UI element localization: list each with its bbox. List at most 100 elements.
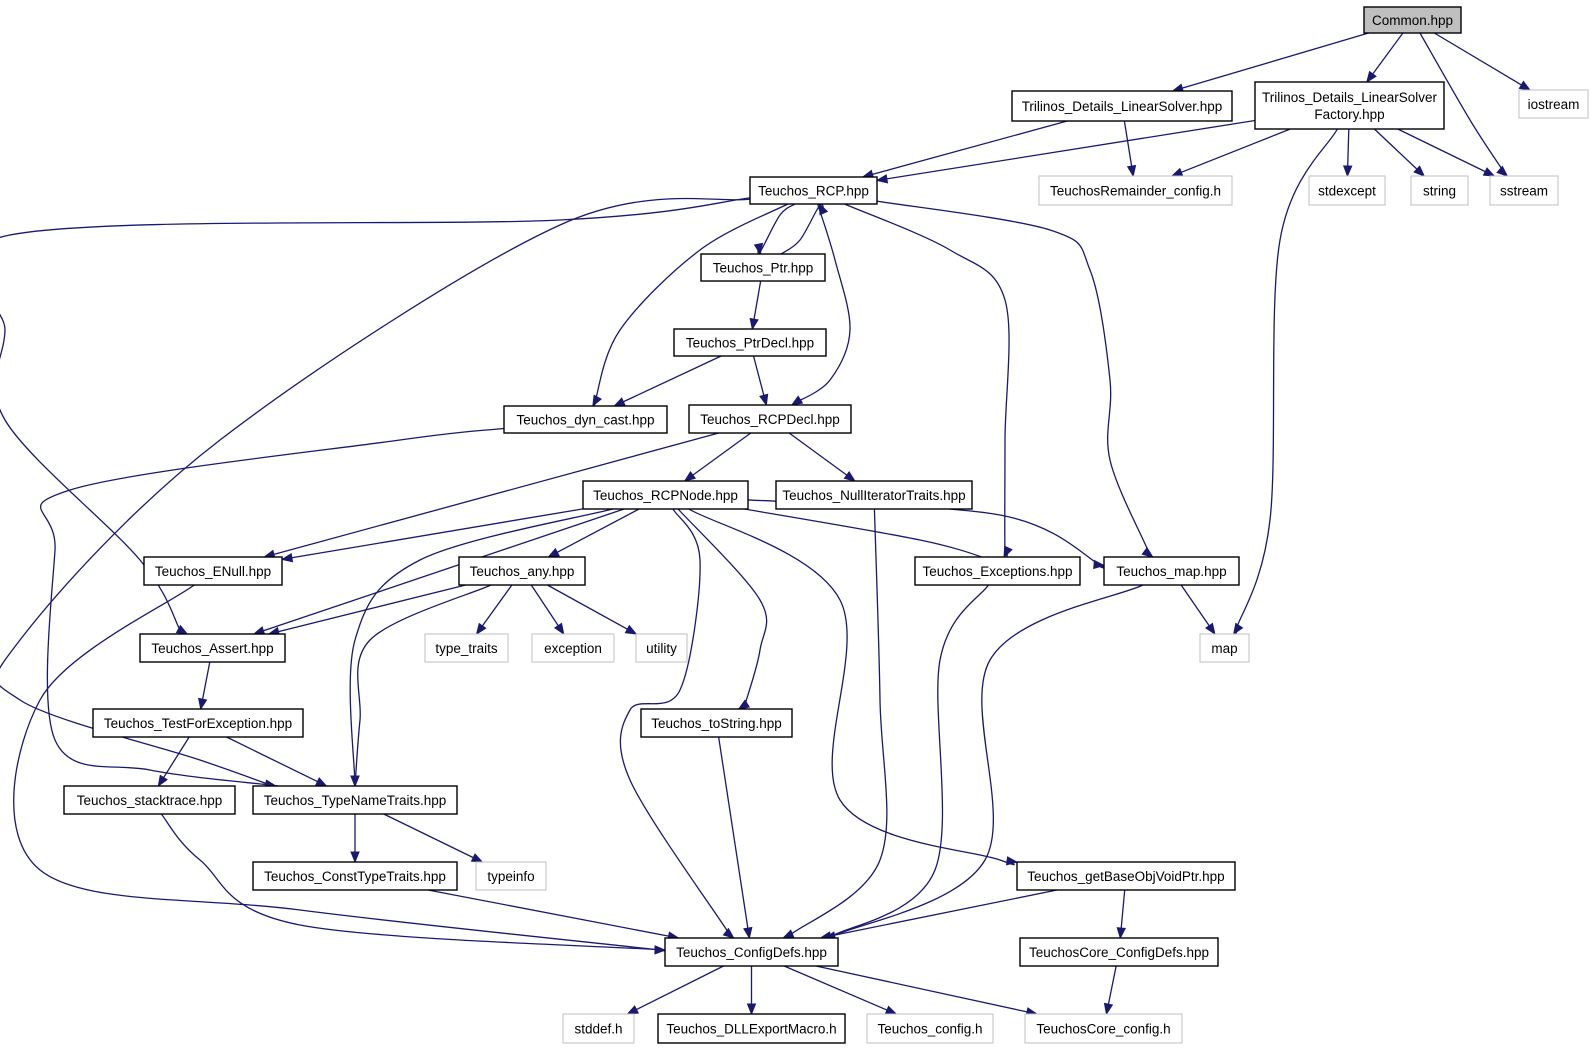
node-dllexport[interactable]: Teuchos_DLLExportMacro.h	[657, 1013, 846, 1044]
arrowhead-icon	[746, 1003, 757, 1016]
node-label: exception	[544, 641, 602, 656]
edge-line	[291, 508, 584, 559]
arrowhead-icon	[875, 174, 889, 184]
edge-line	[1347, 128, 1350, 167]
arrowhead-icon	[737, 699, 751, 710]
node-any[interactable]: Teuchos_any.hpp	[458, 556, 586, 586]
arrowhead-icon	[1116, 927, 1126, 940]
node-box	[1363, 6, 1462, 34]
node-sstream: sstream	[1489, 175, 1559, 206]
node-box	[503, 405, 668, 434]
edge-line	[263, 508, 625, 632]
node-label: Teuchos_stacktrace.hpp	[77, 793, 223, 808]
edge-rcpnode-to-any	[547, 508, 640, 558]
edge-exceptions-to-configdefs	[822, 584, 990, 943]
edge-linsolverfactory-to-remainder_config	[1170, 128, 1291, 177]
edge-line	[886, 119, 1256, 180]
edge-configdefs-to-core_config	[815, 965, 1039, 1017]
node-label: iostream	[1528, 97, 1580, 112]
node-label: Common.hpp	[1372, 13, 1453, 28]
arrowhead-icon	[1496, 165, 1509, 177]
node-stacktrace[interactable]: Teuchos_stacktrace.hpp	[63, 785, 236, 815]
arrowhead-icon	[280, 552, 294, 563]
edge-assert-to-testforexc	[198, 661, 211, 711]
node-label: Teuchos_ENull.hpp	[155, 564, 271, 579]
node-ptr[interactable]: Teuchos_Ptr.hpp	[700, 253, 826, 282]
node-box	[640, 708, 793, 738]
edge-rcpnode-to-enull	[280, 508, 584, 563]
node-label: Teuchos_ConstTypeTraits.hpp	[264, 869, 446, 884]
node-coreconfigdefs[interactable]: TeuchosCore_ConfigDefs.hpp	[1019, 937, 1219, 967]
node-typenametraits[interactable]: Teuchos_TypeNameTraits.hpp	[252, 785, 458, 815]
node-box	[688, 404, 852, 434]
arrowhead-icon	[1141, 546, 1154, 558]
node-rcpdecl[interactable]: Teuchos_RCPDecl.hpp	[688, 404, 852, 434]
node-ptrdecl[interactable]: Teuchos_PtrDecl.hpp	[673, 328, 827, 357]
node-map: map	[1199, 633, 1250, 663]
edge-line	[353, 584, 492, 789]
node-label: Teuchos_PtrDecl.hpp	[686, 336, 814, 351]
node-tostring[interactable]: Teuchos_toString.hpp	[640, 708, 793, 738]
node-typeinfo: typeinfo	[475, 861, 547, 891]
edge-line	[1182, 32, 1369, 89]
node-consttypetraits[interactable]: Teuchos_ConstTypeTraits.hpp	[252, 861, 458, 891]
arrowhead-icon	[157, 774, 168, 788]
node-box	[92, 708, 304, 738]
node-common[interactable]: Common.hpp	[1363, 6, 1462, 34]
arrowhead-icon	[843, 470, 856, 482]
node-label: Teuchos_RCP.hpp	[758, 184, 869, 199]
node-utility: utility	[635, 633, 688, 663]
edge-rcpnode-to-configdefs	[619, 508, 737, 947]
node-label: typeinfo	[487, 869, 534, 884]
node-label: Teuchos_config.h	[877, 1022, 982, 1037]
node-box	[63, 785, 236, 815]
arrowhead-icon	[749, 317, 759, 331]
edge-line	[677, 508, 768, 710]
arrowhead-icon	[1005, 856, 1019, 866]
arrowhead-icon	[1093, 559, 1106, 570]
edge-any-to-assert	[267, 584, 466, 637]
node-assert[interactable]: Teuchos_Assert.hpp	[139, 633, 286, 663]
node-label: Teuchos_DLLExportMacro.h	[666, 1022, 836, 1037]
edge-line	[1181, 128, 1291, 173]
arrowhead-icon	[1482, 167, 1496, 177]
edge-line	[1123, 120, 1133, 167]
edge-line	[226, 736, 318, 783]
node-getbase[interactable]: Teuchos_getBaseObjVoidPtr.hpp	[1016, 861, 1236, 891]
edge-line	[201, 661, 211, 700]
node-string: string	[1410, 175, 1469, 206]
node-box	[139, 633, 286, 663]
edge-typenametraits-to-typeinfo	[383, 813, 484, 863]
node-label: Teuchos_any.hpp	[470, 564, 575, 579]
node-label: type_traits	[435, 641, 498, 656]
edge-testforexc-to-stacktrace	[157, 736, 190, 788]
node-box	[775, 480, 973, 510]
node-label: stddef.h	[574, 1022, 622, 1037]
arrowhead-icon	[350, 775, 360, 788]
node-exceptions[interactable]: Teuchos_Exceptions.hpp	[914, 556, 1081, 586]
edge-linsolver-to-rcp	[861, 120, 1068, 179]
node-rcp[interactable]: Teuchos_RCP.hpp	[749, 176, 878, 205]
node-label: map	[1211, 641, 1237, 656]
node-linsolver[interactable]: Trilinos_Details_LinearSolver.hpp	[1011, 90, 1233, 122]
node-configdefs[interactable]: Teuchos_ConfigDefs.hpp	[664, 937, 839, 967]
node-box	[749, 176, 878, 205]
edge-line	[1373, 128, 1418, 170]
edge-tostring-to-configdefs	[717, 736, 753, 940]
node-layer: Common.hppTrilinos_Details_LinearSolver.…	[63, 6, 1589, 1044]
edge-linsolverfactory-to-stdexcept	[1342, 128, 1353, 178]
arrowhead-icon	[350, 851, 360, 864]
edge-linsolverfactory-to-map	[1232, 128, 1338, 640]
node-enull[interactable]: Teuchos_ENull.hpp	[143, 556, 283, 586]
edge-line	[1372, 32, 1404, 75]
node-box	[664, 937, 839, 967]
edge-rcpnode-to-assert	[252, 508, 625, 636]
node-rcpnode[interactable]: Teuchos_RCPNode.hpp	[582, 480, 749, 510]
edge-rcp-to-tmap	[876, 200, 1154, 562]
node-dyncast[interactable]: Teuchos_dyn_cast.hpp	[503, 405, 668, 434]
arrowhead-icon	[626, 1005, 640, 1015]
node-nulliter[interactable]: Teuchos_NullIteratorTraits.hpp	[775, 480, 973, 510]
node-testforexc[interactable]: Teuchos_TestForException.hpp	[92, 708, 304, 738]
node-tmap[interactable]: Teuchos_map.hpp	[1103, 556, 1240, 586]
